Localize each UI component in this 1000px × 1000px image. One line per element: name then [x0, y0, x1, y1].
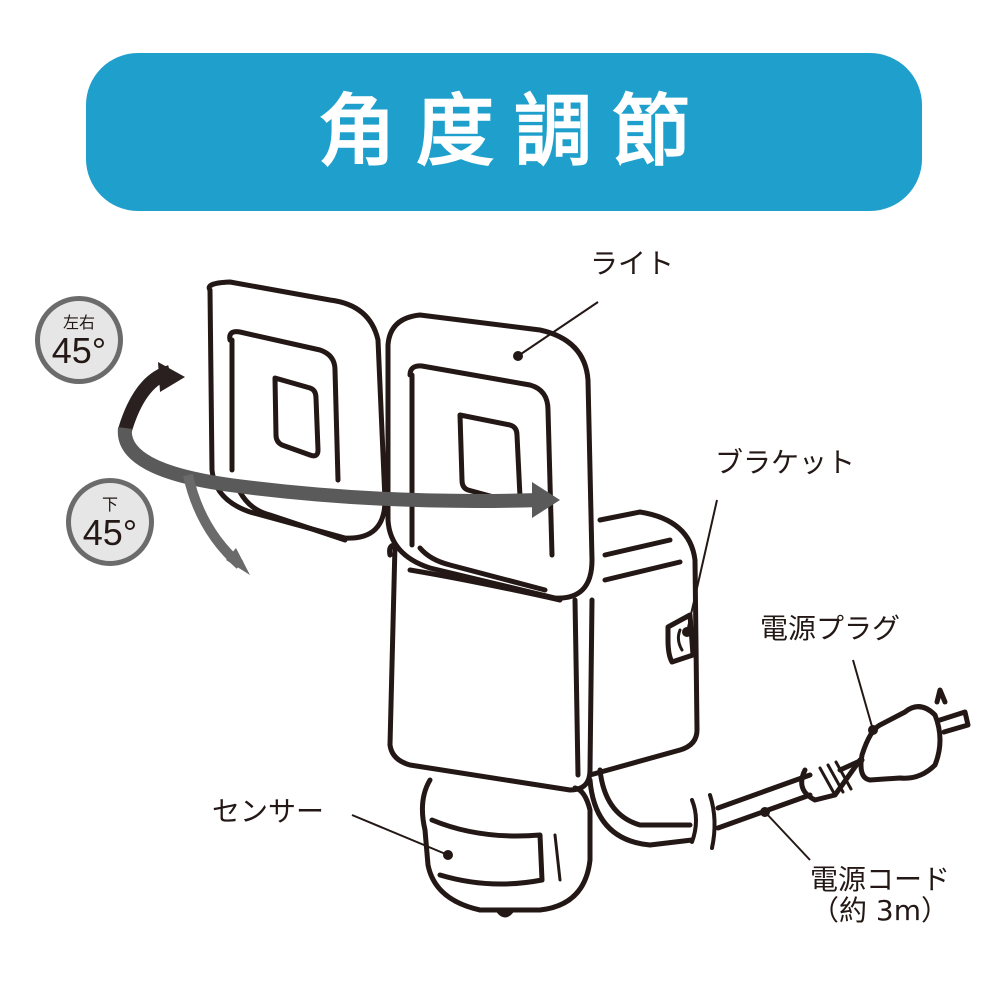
badge-angle: 45°: [51, 330, 107, 371]
right-light-head: [385, 312, 595, 601]
power-cord-length: （約 3m）: [811, 893, 949, 927]
power-cord: [587, 687, 971, 850]
badge-angle: 45°: [82, 512, 138, 553]
power-cord-label: 電源コード （約 3m）: [810, 863, 951, 927]
light-label: ライト: [590, 247, 675, 280]
title-banner: 角度調節: [86, 53, 922, 211]
down-angle-badge: 下 45°: [66, 478, 154, 566]
bracket-label: ブラケット: [715, 446, 856, 479]
leader-lines: [351, 301, 878, 861]
tilt-down-arrow: [183, 473, 250, 575]
left-right-angle-badge: 左右 45°: [35, 296, 123, 384]
power-plug-label: 電源プラグ: [760, 612, 901, 645]
badge-direction: 左右: [62, 313, 95, 332]
horizontal-rotation-arrow: [117, 362, 560, 518]
title-text: 角度調節: [317, 87, 710, 177]
bracket-box: [587, 509, 700, 778]
power-cord-name: 電源コード: [810, 863, 951, 896]
sensor-unit: [419, 777, 593, 918]
main-body: [387, 542, 595, 793]
badge-direction: 下: [101, 495, 118, 514]
sensor-label: センサー: [212, 795, 325, 828]
